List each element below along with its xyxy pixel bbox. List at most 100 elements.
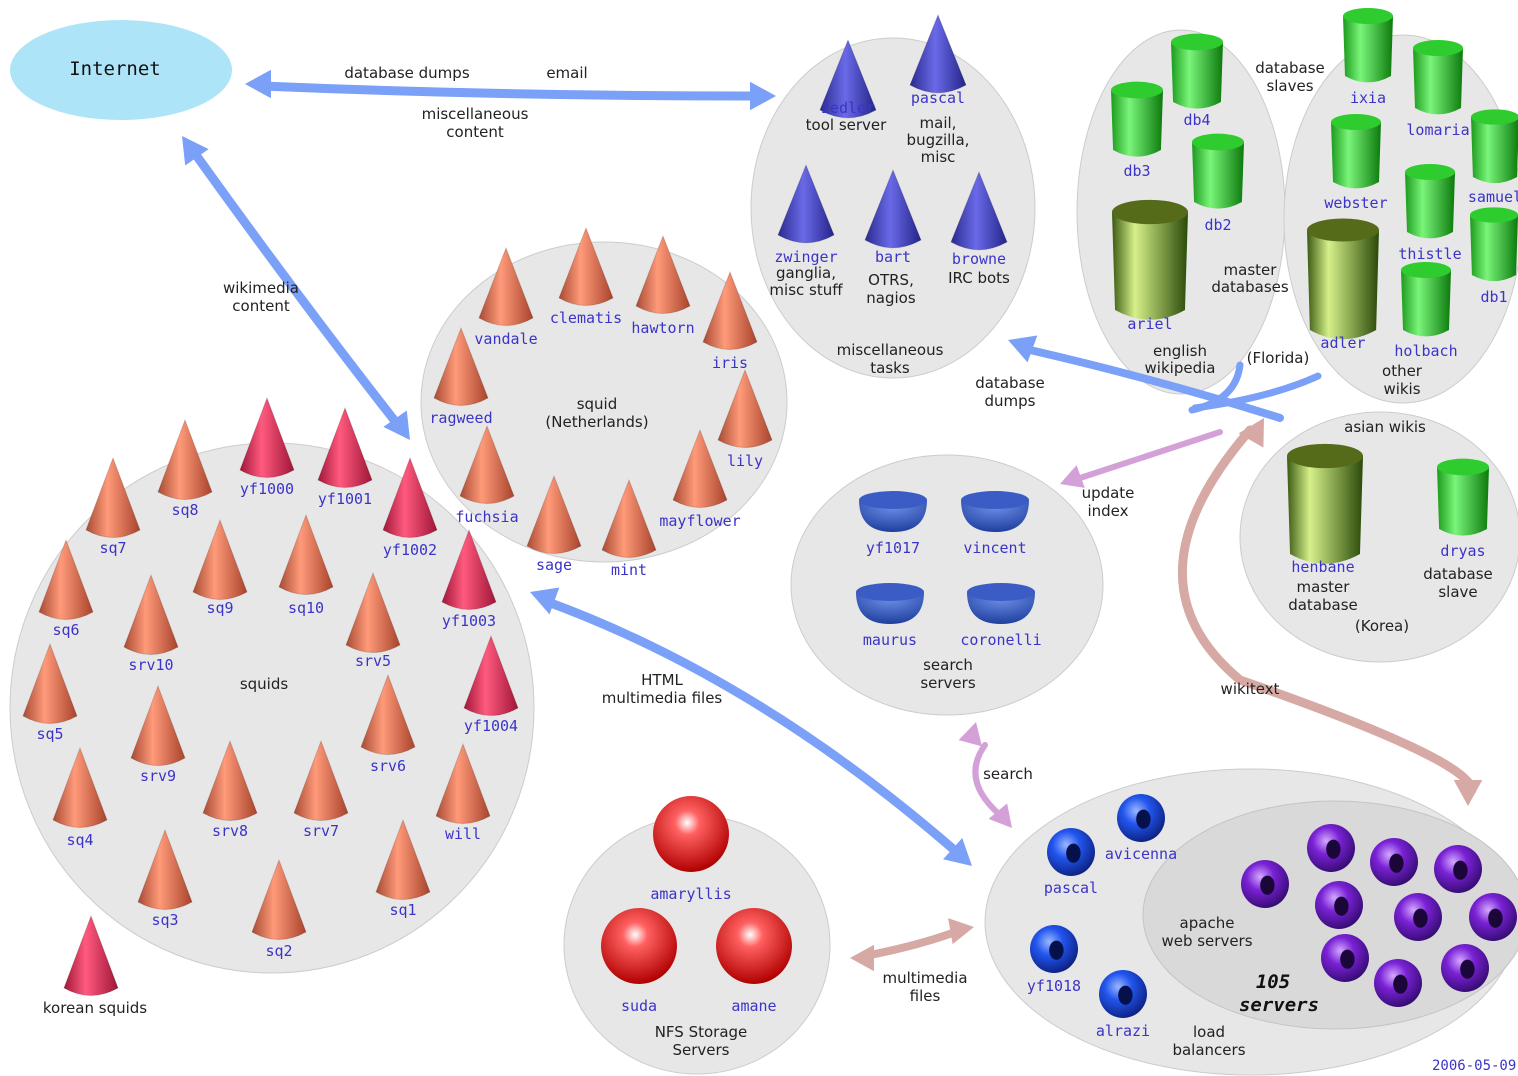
label-web-yf1018: yf1018: [1027, 977, 1081, 995]
english-title-2: wikipedia: [1145, 359, 1216, 377]
apache-server-8: [1321, 934, 1369, 982]
node-iris: [702, 270, 758, 351]
node-ixia-body: [1343, 16, 1393, 83]
apache-label-1: apache: [1180, 914, 1235, 932]
label-will: will: [445, 825, 481, 843]
node-lomaria-top: [1413, 40, 1463, 56]
node-maurus-rim: [856, 583, 924, 601]
label-sq9: sq9: [206, 599, 233, 617]
node-sage-shape: [526, 474, 582, 555]
label-coronelli: coronelli: [960, 631, 1041, 649]
label-db4: db4: [1183, 111, 1210, 129]
search-title-2: servers: [920, 674, 975, 692]
node-sq4-shape: [52, 746, 108, 829]
node-srv10-shape: [123, 573, 179, 656]
arrow-squids-web-line: [543, 597, 965, 860]
apache-server-3-hole: [1453, 860, 1468, 880]
bart-desc-2: nagios: [866, 289, 916, 307]
nl-title-1: squid: [577, 395, 618, 413]
node-sq9: [192, 518, 248, 601]
apache-server-9: [1441, 944, 1489, 992]
arrow-multimedia-line: [866, 928, 959, 959]
arrow-squids-web: [530, 587, 972, 866]
other-title-2: wikis: [1383, 380, 1420, 398]
label-fuchsia: fuchsia: [455, 508, 518, 526]
node-fuchsia: [459, 424, 515, 505]
node-db1-body: [1470, 215, 1518, 282]
node-yf1000-shape: [239, 396, 295, 479]
label-samuel: samuel: [1468, 188, 1518, 206]
labels-layer: Internet database dumps email miscellane…: [43, 58, 1516, 1074]
arrow-multimedia: [850, 918, 974, 972]
edge-label-update: update: [1082, 484, 1135, 502]
node-pascal-shape: [909, 13, 967, 94]
node-ariel: [1112, 199, 1188, 320]
label-db2: db2: [1204, 216, 1231, 234]
node-bart: [864, 168, 922, 249]
arrow-squids-web-head-0: [530, 587, 560, 615]
node-holbach-body: [1401, 270, 1451, 337]
node-korean-squid-shape: [63, 914, 119, 997]
nl-title-2: (Netherlands): [545, 413, 648, 431]
node-db3-top: [1111, 81, 1163, 99]
label-ixia: ixia: [1350, 89, 1386, 107]
node-vincent-rim: [961, 491, 1029, 509]
node-pascal: [909, 13, 967, 94]
label-sq7: sq7: [99, 539, 126, 557]
node-yf1001-shape: [317, 406, 373, 489]
slaves-label-2: slaves: [1266, 77, 1313, 95]
node-mint: [601, 478, 657, 559]
arrow-db-dumps: [1008, 335, 1284, 422]
node-db2: [1192, 133, 1244, 209]
node-dryas-body: [1437, 467, 1489, 536]
zwinger-desc-1: ganglia,: [776, 264, 836, 282]
label-clematis: clematis: [550, 309, 622, 327]
node-sq10-shape: [278, 513, 334, 596]
edge-label-files: files: [910, 987, 941, 1005]
label-yf1003: yf1003: [442, 612, 496, 630]
label-web-alrazi: alrazi: [1096, 1022, 1150, 1040]
node-lomaria: [1413, 40, 1463, 115]
apache-server-3: [1434, 845, 1482, 893]
label-mint: mint: [611, 561, 647, 579]
label-sq8: sq8: [171, 501, 198, 519]
node-sq2: [251, 858, 307, 941]
label-suda: suda: [621, 997, 657, 1015]
node-amane-shape: [716, 908, 792, 984]
node-hawtorn-shape: [635, 234, 691, 315]
node-sq3-shape: [137, 828, 193, 911]
node-adler-body: [1307, 230, 1379, 340]
node-webster-top: [1331, 114, 1381, 130]
label-browne: browne: [952, 250, 1006, 268]
node-browne: [950, 170, 1008, 251]
node-srv8-shape: [202, 739, 258, 822]
node-srv10: [123, 573, 179, 656]
edge-label-db-dumps-2: dumps: [985, 392, 1036, 410]
node-lily: [717, 368, 773, 449]
node-vandale: [478, 246, 534, 327]
label-srv8: srv8: [212, 822, 248, 840]
label-pascal: pascal: [911, 89, 965, 107]
apache-server-5-hole: [1334, 896, 1349, 916]
arrow-internet-misc-line: [257, 81, 755, 101]
node-yf1003-shape: [441, 528, 497, 611]
node-sq6: [38, 538, 94, 621]
node-sq5-shape: [22, 642, 78, 725]
node-db4-top: [1171, 33, 1223, 51]
henbane-label: henbane: [1291, 558, 1354, 576]
node-db4: [1171, 33, 1223, 109]
arrow-wikitext-head-1: [1453, 780, 1483, 806]
node-yf1002: [382, 456, 438, 539]
label-ariel: ariel: [1127, 315, 1172, 333]
node-fuchsia-shape: [459, 424, 515, 505]
dryas-desc-2: slave: [1438, 583, 1477, 601]
label-adler: adler: [1320, 334, 1365, 352]
misc-title-1: miscellaneous: [837, 341, 944, 359]
server-count-number: 105: [1256, 971, 1290, 993]
arrow-update-index-line: [1077, 429, 1223, 481]
node-sq5: [22, 642, 78, 725]
label-iris: iris: [712, 354, 748, 372]
node-korean-squid: [63, 914, 119, 997]
node-suda: [601, 908, 677, 984]
